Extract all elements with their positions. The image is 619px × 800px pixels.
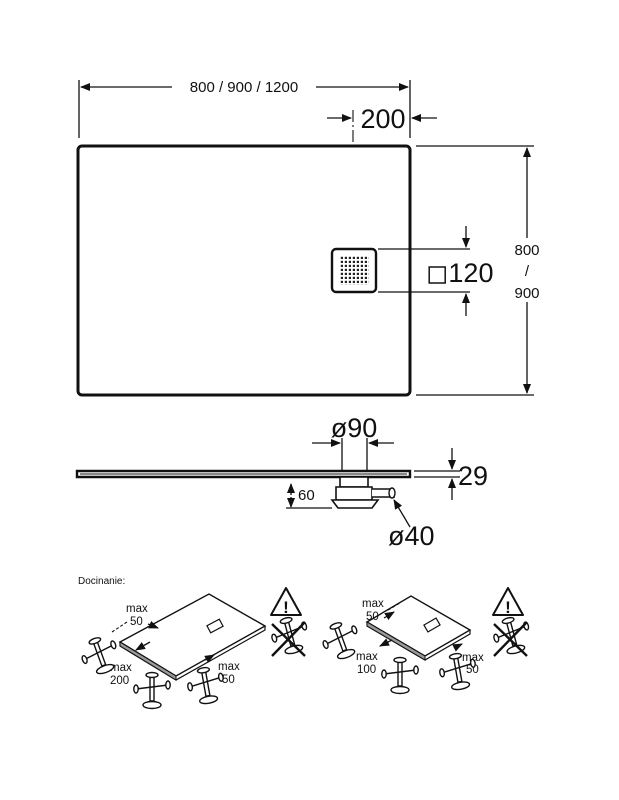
pipe-leader-arrow (393, 499, 411, 528)
left-val-top: 50 (130, 616, 143, 628)
left-val-right: 50 (222, 674, 235, 686)
drain-icon-right (423, 617, 441, 633)
right-val-right: 50 (466, 664, 479, 676)
siphon-icon (330, 476, 396, 509)
depth-label-separator: / (525, 263, 530, 280)
right-val-top: 50 (366, 611, 379, 623)
adjustable-foot-icon (381, 656, 419, 695)
thickness-dimension-label: 29 (458, 461, 488, 491)
trim-zone-left (119, 641, 177, 681)
right-max-left: max (356, 651, 378, 663)
prohibited-foot-icon (267, 612, 314, 659)
adjustable-foot-icon (133, 671, 171, 710)
width-dimension-label: 800 / 900 / 1200 (190, 79, 298, 96)
trimming-illustration-left: max 50 max 200 max 50 ! (76, 587, 314, 710)
right-max-right: max (462, 652, 484, 664)
trimming-heading: Docinanie: (78, 576, 125, 587)
height-dimension-label: 60 (298, 487, 315, 504)
section-view: ø90 29 60 ø40 (75, 413, 488, 551)
prohibited-foot-icon (489, 612, 536, 659)
outlet-dimension-label: ø90 (331, 413, 378, 443)
depth-label-bottom: 900 (514, 285, 539, 302)
left-val-left: 200 (110, 675, 129, 687)
drain-grate-icon (330, 247, 378, 294)
drain-icon-left (206, 618, 224, 634)
plan-view: 800 / 900 / 1200 200 ◻120 800 / 900 (76, 79, 540, 397)
left-max-left: max (110, 662, 132, 674)
trimming-illustration-right: max 50 max 100 max 50 ! (317, 587, 536, 695)
warning-icon: ! (270, 587, 302, 617)
shower-tray-outline (76, 144, 412, 397)
right-val-left: 100 (357, 664, 376, 676)
left-max-right: max (218, 661, 240, 673)
left-max-top: max (126, 603, 148, 615)
drain-dimension-label: ◻120 (426, 258, 493, 288)
warning-icon: ! (492, 587, 524, 617)
trim-zone-right (366, 621, 426, 661)
pipe-dimension-label: ø40 (388, 521, 435, 551)
depth-label-top: 800 (514, 242, 539, 259)
svg-text:!: ! (505, 598, 511, 617)
offset-dimension-label: 200 (360, 104, 405, 134)
svg-text:!: ! (283, 598, 289, 617)
right-max-top: max (362, 598, 384, 610)
trimming-section: Docinanie: max 50 max 200 max 50 ! (76, 576, 536, 710)
